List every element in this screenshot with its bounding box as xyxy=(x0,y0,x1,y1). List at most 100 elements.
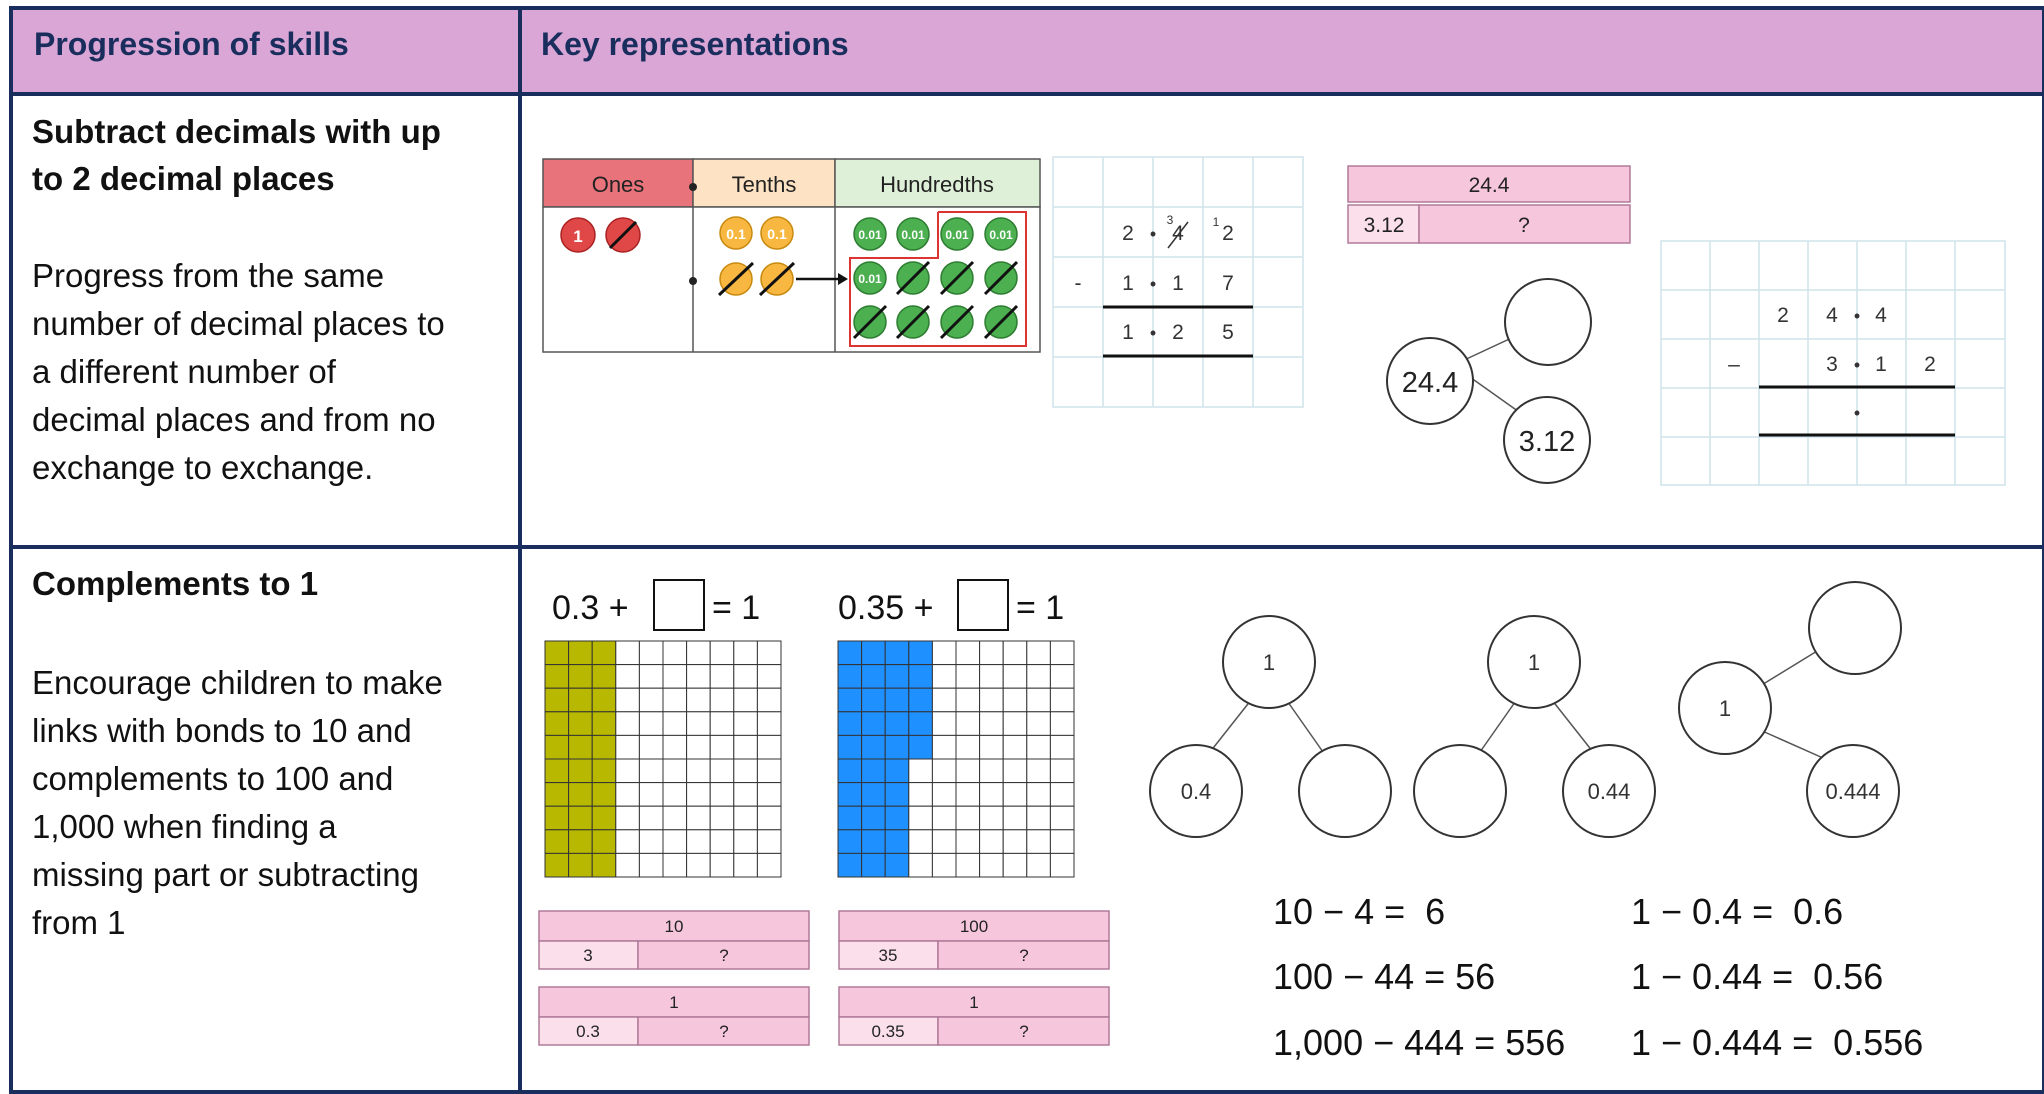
grid-cell xyxy=(1026,734,1051,760)
grid-cell xyxy=(955,758,981,784)
bar-unknown-label: ? xyxy=(1019,1022,1028,1041)
grid-cell xyxy=(733,758,758,784)
grid-cell xyxy=(1049,711,1075,736)
grid-cell xyxy=(662,852,688,878)
grid-cell-filled xyxy=(884,734,910,760)
grid-cell-filled xyxy=(591,711,617,736)
counter-one: 1 xyxy=(573,227,582,246)
grid-cell-filled xyxy=(544,852,570,878)
grid-cell xyxy=(709,734,735,760)
part-whole-whole: 1 xyxy=(1528,650,1540,675)
header-col1: Progression of skills xyxy=(34,26,349,62)
equations-right: 1 − 0.4 = 0.6 1 − 0.44 = 0.56 1 − 0.444 … xyxy=(1631,891,1923,1063)
grid-cell-filled xyxy=(591,852,617,878)
grid-cell xyxy=(638,687,664,713)
digit: 2 xyxy=(1777,304,1789,327)
grid-cell xyxy=(979,687,1004,713)
grid-cell xyxy=(931,852,957,878)
pvc-header-tenths: Tenths xyxy=(732,172,797,197)
digit: 1 xyxy=(1875,353,1887,376)
part-whole-1-0-4: 1 0.4 xyxy=(1149,615,1392,838)
grid-cell xyxy=(1002,852,1028,878)
grid-cell-filled xyxy=(591,805,617,831)
grid-cell-filled xyxy=(861,758,886,784)
pvc-header-ones: Ones xyxy=(592,172,645,197)
grid-cell xyxy=(709,805,735,831)
digit: 2 xyxy=(1924,353,1936,376)
grid-cell-filled xyxy=(544,829,570,854)
grid-cell xyxy=(615,711,640,736)
grid-cell xyxy=(931,687,957,713)
equation-line: 1 − 0.444 = 0.556 xyxy=(1631,1022,1923,1063)
grid-cell xyxy=(979,829,1004,854)
grid-cell xyxy=(931,664,957,689)
equation-line: 100 − 44 = 56 xyxy=(1273,956,1495,997)
bar-whole-label: 100 xyxy=(960,917,988,936)
grid-cell-filled xyxy=(884,758,910,784)
grid-cell-filled xyxy=(908,664,933,689)
row2-title: Complements to 1 xyxy=(32,565,318,602)
grid-cell-filled xyxy=(884,805,910,831)
grid-cell xyxy=(733,852,758,878)
row1-title-line1: Subtract decimals with up xyxy=(32,113,441,150)
grid-cell-filled xyxy=(544,711,570,736)
grid-cell xyxy=(908,805,933,831)
bar-whole-label: 10 xyxy=(665,917,684,936)
grid-cell xyxy=(979,734,1004,760)
grid-cell xyxy=(638,829,664,854)
equation-line: 10 − 4 = 6 xyxy=(1273,891,1445,932)
bar-part-label: 0.35 xyxy=(871,1022,904,1041)
column-subtraction-large: 2 4 • 4 – 3 • 1 2 • xyxy=(1660,240,2006,486)
part-whole-part: 0.4 xyxy=(1181,779,1212,804)
grid-cell-filled xyxy=(837,687,863,713)
grid-cell-filled xyxy=(861,640,886,666)
grid-cell-filled xyxy=(591,829,617,854)
grid-cell xyxy=(1002,805,1028,831)
digit: 4 xyxy=(1875,304,1887,327)
grid-cell xyxy=(638,758,664,784)
grid-cell xyxy=(733,664,758,689)
grid-cell xyxy=(979,711,1004,736)
digit: 2 xyxy=(1122,222,1134,245)
grid-cell xyxy=(686,711,711,736)
part-whole-part: 0.44 xyxy=(1588,779,1631,804)
grid-cell xyxy=(1049,734,1075,760)
grid-cell xyxy=(733,734,758,760)
row2-desc-line: missing part or subtracting xyxy=(32,856,419,893)
grid-cell xyxy=(662,734,688,760)
decimal-point: • xyxy=(1150,274,1156,294)
grid-cell xyxy=(1026,664,1051,689)
grid-cell-filled xyxy=(591,734,617,760)
header-band xyxy=(10,8,2044,94)
grid-cell-filled xyxy=(884,640,910,666)
decimal-point: • xyxy=(1854,403,1860,423)
bar-model-1-b: 1 0.35 ? xyxy=(838,986,1110,1046)
grid-cell xyxy=(709,758,735,784)
decimal-point: • xyxy=(1150,224,1156,244)
digit: 1 xyxy=(1122,321,1134,344)
part-whole-part: 0.444 xyxy=(1825,779,1880,804)
grid-cell-filled xyxy=(544,782,570,807)
digit: 4 xyxy=(1826,304,1838,327)
grid-cell xyxy=(908,782,933,807)
grid-cell xyxy=(709,829,735,854)
grid-cell xyxy=(615,758,640,784)
row2-desc-line: complements to 100 and xyxy=(32,760,393,797)
grid-cell-filled xyxy=(837,711,863,736)
grid-cell-filled xyxy=(544,640,570,666)
grid-cell-filled xyxy=(908,711,933,736)
grid-cell xyxy=(1026,640,1051,666)
digit: 2 xyxy=(1222,222,1234,245)
row1-desc-line: exchange to exchange. xyxy=(32,449,373,486)
counter-hundredth: 0.01 xyxy=(858,228,882,242)
grid-cell-filled xyxy=(884,687,910,713)
grid-cell xyxy=(1049,805,1075,831)
grid-cell xyxy=(733,829,758,854)
grid-cell-filled xyxy=(837,782,863,807)
grid-cell xyxy=(908,758,933,784)
grid-cell xyxy=(638,852,664,878)
grid-cell xyxy=(1002,829,1028,854)
grid-cell xyxy=(709,640,735,666)
header-col2: Key representations xyxy=(541,26,849,62)
grid-cell xyxy=(662,664,688,689)
